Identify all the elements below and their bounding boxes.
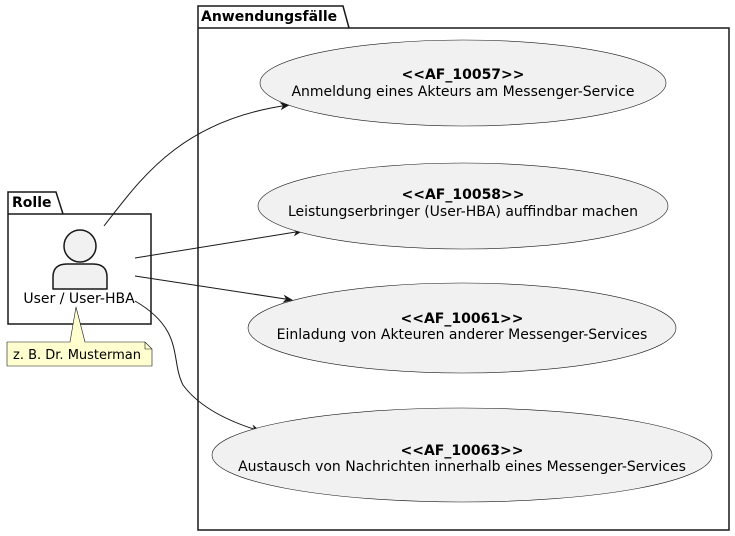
connector-af10058 [134, 228, 303, 259]
connector-af10061 [134, 275, 293, 303]
usecase-af10057: <<AF_10057>> Anmeldung eines Akteurs am … [259, 39, 667, 127]
usecase-id: <<AF_10063>> [400, 443, 523, 459]
usecases-package: Anwendungsfälle [197, 5, 730, 531]
note-text: z. B. Dr. Musterman [13, 348, 141, 363]
usecase-af10063: <<AF_10063>> Austausch von Nachrichten i… [211, 407, 713, 503]
usecase-name: Einladung von Akteuren anderer Messenger… [277, 327, 648, 343]
usecase-id: <<AF_10057>> [401, 67, 524, 83]
usecase-id: <<AF_10058>> [401, 187, 524, 203]
usecase-af10061: <<AF_10061>> Einladung von Akteuren ande… [247, 282, 677, 374]
connector-af10063 [134, 300, 261, 433]
actor-note: z. B. Dr. Musterman [6, 306, 153, 367]
usecase-af10058: <<AF_10058>> Leistungserbringer (User-HB… [257, 162, 669, 250]
usecase-name: Austausch von Nachrichten innerhalb eine… [238, 459, 686, 475]
usecase-name: Anmeldung eines Akteurs am Messenger-Ser… [291, 84, 634, 100]
usecases-package-title: Anwendungsfälle [201, 9, 337, 25]
actor: User / User-HBA [23, 229, 135, 307]
usecase-name: Leistungserbringer (User-HBA) auffindbar… [288, 204, 638, 220]
person-icon [52, 229, 108, 290]
role-package-title: Rolle [12, 195, 52, 211]
actor-label: User / User-HBA [23, 291, 135, 307]
connector-af10057 [103, 102, 290, 227]
connectors [103, 102, 303, 433]
usecase-id: <<AF_10061>> [400, 311, 523, 327]
